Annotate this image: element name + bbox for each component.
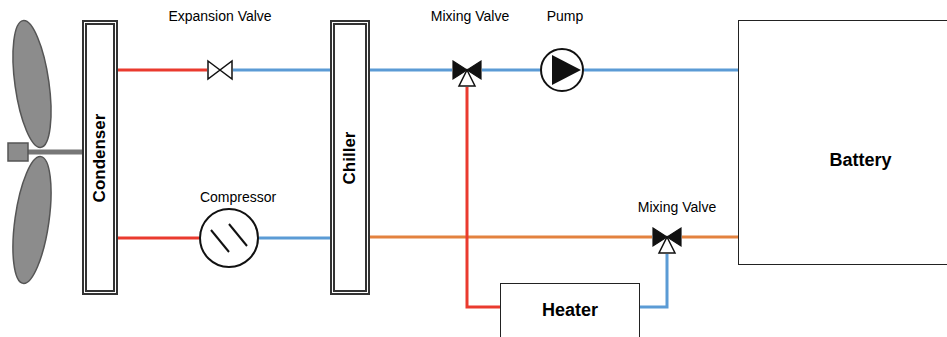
heater-box: Heater (500, 283, 640, 337)
comp-graphic (199, 208, 259, 268)
fan-blade (6, 18, 57, 149)
fan-blade (6, 154, 57, 285)
coolant-pipe (482, 69, 540, 72)
coolant-pipe (370, 236, 652, 239)
box-title: Battery (829, 150, 891, 171)
pump-triangle (552, 55, 581, 85)
battery-box: Battery (738, 20, 947, 265)
coolant-pipe (118, 69, 207, 72)
component-label: Compressor (200, 189, 276, 205)
coolant-pipe (640, 254, 667, 307)
expansion-valve: Expansion Valve (207, 60, 233, 80)
component-label: Mixing Valve (638, 199, 716, 215)
valve-port (659, 237, 675, 253)
valve-bowtie (208, 61, 232, 79)
valve-port (459, 70, 475, 86)
box-title: Chiller (340, 131, 360, 184)
box-title: Condenser (90, 113, 110, 202)
coolant-pipe (584, 69, 738, 72)
fan-shaft (24, 150, 82, 155)
compressor-symbol: Compressor (199, 208, 259, 268)
coolant-pipe (682, 236, 738, 239)
coolant-pipe (259, 237, 330, 240)
mixing-valve: Mixing Valve (452, 55, 482, 87)
coolant-pipe (467, 87, 500, 307)
compressor-line (229, 224, 247, 246)
pump-symbol: Pump (540, 48, 584, 92)
compressor-casing (200, 209, 258, 267)
component-label: Mixing Valve (431, 8, 509, 24)
chiller-box: Chiller (330, 20, 370, 295)
mix-graphic (452, 55, 482, 87)
mixing-valve: Mixing Valve (652, 222, 682, 254)
box-title: Heater (542, 300, 598, 321)
fan-hub (8, 143, 28, 161)
coolant-pipe (118, 237, 199, 240)
mix-graphic (652, 222, 682, 254)
coolant-pipe (370, 69, 452, 72)
pump-graphic (540, 48, 584, 92)
coolant-pipe (233, 69, 330, 72)
pump-casing (541, 49, 583, 91)
condenser-box: Condenser (82, 20, 118, 295)
compressor-line (211, 230, 229, 252)
valve-graphic (207, 60, 233, 80)
component-label: Expansion Valve (168, 8, 271, 24)
component-label: Pump (547, 8, 584, 24)
